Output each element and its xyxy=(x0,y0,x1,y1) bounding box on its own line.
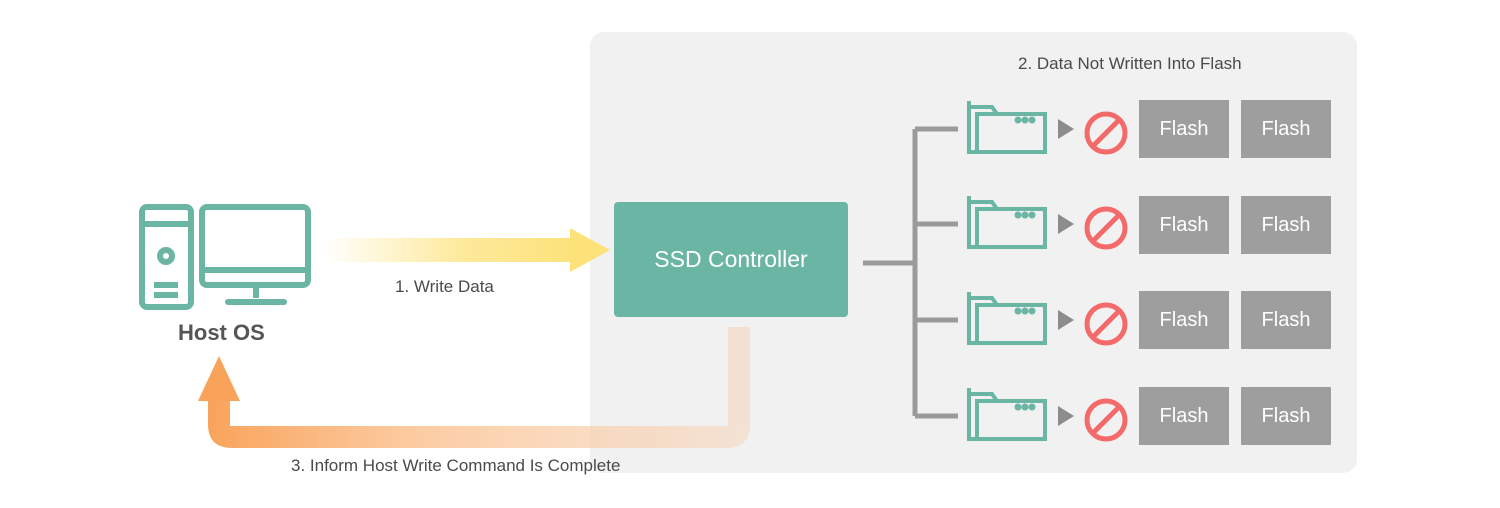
data-not-written-label: 2. Data Not Written Into Flash xyxy=(1018,54,1242,73)
channel-bus xyxy=(863,126,958,419)
prohibited-icon xyxy=(1084,111,1128,155)
triangle-right-icon xyxy=(1058,310,1074,330)
write-data-label: 1. Write Data xyxy=(395,277,494,296)
triangle-right-icon xyxy=(1058,214,1074,234)
prohibited-icon xyxy=(1084,398,1128,442)
folder-icon xyxy=(967,388,1047,441)
ssd-controller-box: SSD Controller xyxy=(614,202,848,317)
complete-return-arrow xyxy=(198,327,750,448)
prohibited-icon xyxy=(1084,302,1128,346)
channel-row-3 xyxy=(967,292,1128,346)
host-computer-icon xyxy=(139,204,311,310)
write-arrow xyxy=(322,228,610,272)
triangle-right-icon xyxy=(1058,406,1074,426)
flash-chip: Flash xyxy=(1241,387,1331,445)
folder-icon xyxy=(967,196,1047,249)
flash-chip: Flash xyxy=(1241,196,1331,254)
flash-chip: Flash xyxy=(1139,100,1229,158)
inform-host-label: 3. Inform Host Write Command Is Complete xyxy=(291,456,621,475)
channel-row-4 xyxy=(967,388,1128,442)
flash-chip: Flash xyxy=(1241,100,1331,158)
flash-chip: Flash xyxy=(1139,387,1229,445)
prohibited-icon xyxy=(1084,206,1128,250)
flash-chip: Flash xyxy=(1139,196,1229,254)
host-os-label: Host OS xyxy=(178,320,265,345)
channel-row-2 xyxy=(967,196,1128,250)
folder-icon xyxy=(967,292,1047,345)
triangle-right-icon xyxy=(1058,119,1074,139)
ssd-controller-label: SSD Controller xyxy=(654,246,808,272)
folder-icon xyxy=(967,101,1047,154)
flash-chip: Flash xyxy=(1139,291,1229,349)
channel-row-1 xyxy=(967,101,1128,155)
flash-chip: Flash xyxy=(1241,291,1331,349)
